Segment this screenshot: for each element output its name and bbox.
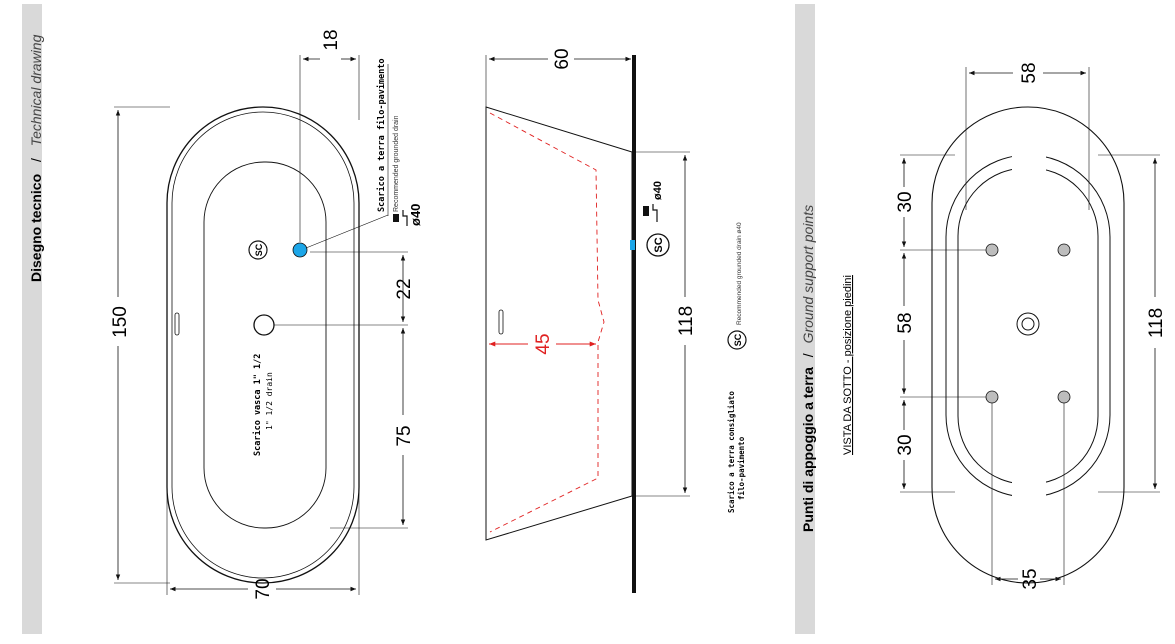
sc-badge-side	[646, 233, 670, 257]
sc-badge-top-text: SC	[254, 243, 264, 256]
floor-drain-icon	[393, 210, 408, 226]
dim-drain-end-text: 75	[394, 425, 415, 446]
bottom-base-ring-outer	[945, 154, 1111, 498]
tub-drain-label-it: Scarico vasca 1" 1/2	[252, 354, 263, 456]
tub-inner-rim	[171, 111, 355, 579]
dim-total-length-118: 118	[1098, 154, 1167, 493]
floor-drain-label: Scarico a terra filo-pavimento Recommend…	[376, 58, 423, 226]
side-drain-symbol: SC ø40	[643, 181, 670, 257]
sc-badge-side-text: SC	[653, 237, 665, 252]
support-foot	[1057, 243, 1071, 257]
bottom-drain-outer	[1016, 312, 1040, 336]
support-foot	[985, 243, 999, 257]
dim-gap-bottom-text: 30	[895, 434, 916, 455]
floor-drain-label-en: Recommended grounded drain	[393, 115, 400, 212]
floor-drain-size: ø40	[408, 204, 423, 226]
tub-top-view: SC	[166, 106, 389, 584]
dim-gap-top-text: 30	[895, 191, 916, 212]
dim-depth-45: 45	[489, 333, 596, 355]
bottom-base-ring-inner	[957, 167, 1099, 485]
dim-gap-middle-text: 58	[895, 312, 916, 333]
dim-length-118-text: 118	[676, 306, 697, 336]
tub-drain-circle	[253, 314, 275, 336]
tub-drain-label: Scarico vasca 1" 1/2 1" 1/2 drain	[252, 354, 274, 456]
dim-chain-right: 22 75	[274, 251, 415, 529]
dim-width-70-text: 70	[253, 578, 274, 599]
left-title-band	[22, 4, 42, 634]
side-overflow-slot	[498, 309, 504, 335]
tub-interior-profile	[489, 112, 605, 533]
side-drain-marker	[630, 240, 635, 250]
dim-top-width-text: 58	[1019, 62, 1040, 83]
dim-total-length-text: 118	[1146, 308, 1167, 338]
floor-drain-leader	[305, 214, 389, 249]
support-foot	[985, 390, 999, 404]
dim-drain-offset-18: 18	[299, 29, 360, 242]
legend-it-line1: Scarico a terra consigliato	[727, 391, 736, 513]
overflow-slot	[174, 312, 180, 336]
dim-drain-spacing-text: 22	[394, 278, 415, 299]
legend-sc-badge	[727, 330, 747, 350]
support-foot	[1057, 390, 1071, 404]
dim-length-150-text: 150	[110, 306, 131, 338]
side-legend: Scarico a terra consigliato filo-pavimen…	[727, 222, 747, 513]
sc-badge-top	[248, 240, 268, 260]
dim-bottom-width-text: 35	[1020, 568, 1041, 589]
dim-left-chain: 30 58 30	[895, 154, 986, 493]
bottom-outer-outline	[931, 106, 1125, 584]
dim-height-60-text: 60	[552, 48, 573, 69]
tub-side-profile	[485, 106, 633, 541]
legend-en: Recommended grounded drain ø40	[736, 222, 743, 325]
dim-height-60: 60	[485, 48, 631, 107]
floor-drain-dot	[292, 242, 308, 258]
dim-length-118: 118	[636, 151, 697, 497]
dim-top-width-58: 58	[965, 62, 1090, 210]
tub-drain-label-en: 1" 1/2 drain	[265, 372, 274, 430]
dim-bottom-width-35: 35	[991, 403, 1065, 590]
dim-length-150: 150	[110, 106, 170, 584]
tub-basin	[203, 161, 327, 529]
bottom-view-subtitle: VISTA DA SOTTO - posizione piedini	[842, 275, 854, 455]
side-drain-size: ø40	[652, 181, 664, 200]
right-panel-title: Punti di appoggio a terra / Ground suppo…	[800, 205, 816, 532]
tub-side-view	[485, 55, 636, 593]
dim-drain-offset-text: 18	[321, 29, 342, 50]
dim-width-70: 70	[166, 480, 360, 600]
dim-depth-45-text: 45	[533, 333, 554, 354]
floor-drain-label-it: Scarico a terra filo-pavimento	[376, 58, 387, 212]
legend-sc-text: SC	[733, 333, 743, 346]
legend-it-line2: filo-pavimento	[737, 436, 746, 500]
tub-bottom-view	[931, 106, 1125, 584]
right-title-band	[795, 4, 815, 634]
drain-trap-icon	[643, 206, 649, 216]
bottom-drain-inner	[1021, 317, 1035, 331]
tub-outer-rim	[166, 106, 360, 584]
left-panel-title: Disegno tecnico / Technical drawing	[28, 34, 44, 282]
